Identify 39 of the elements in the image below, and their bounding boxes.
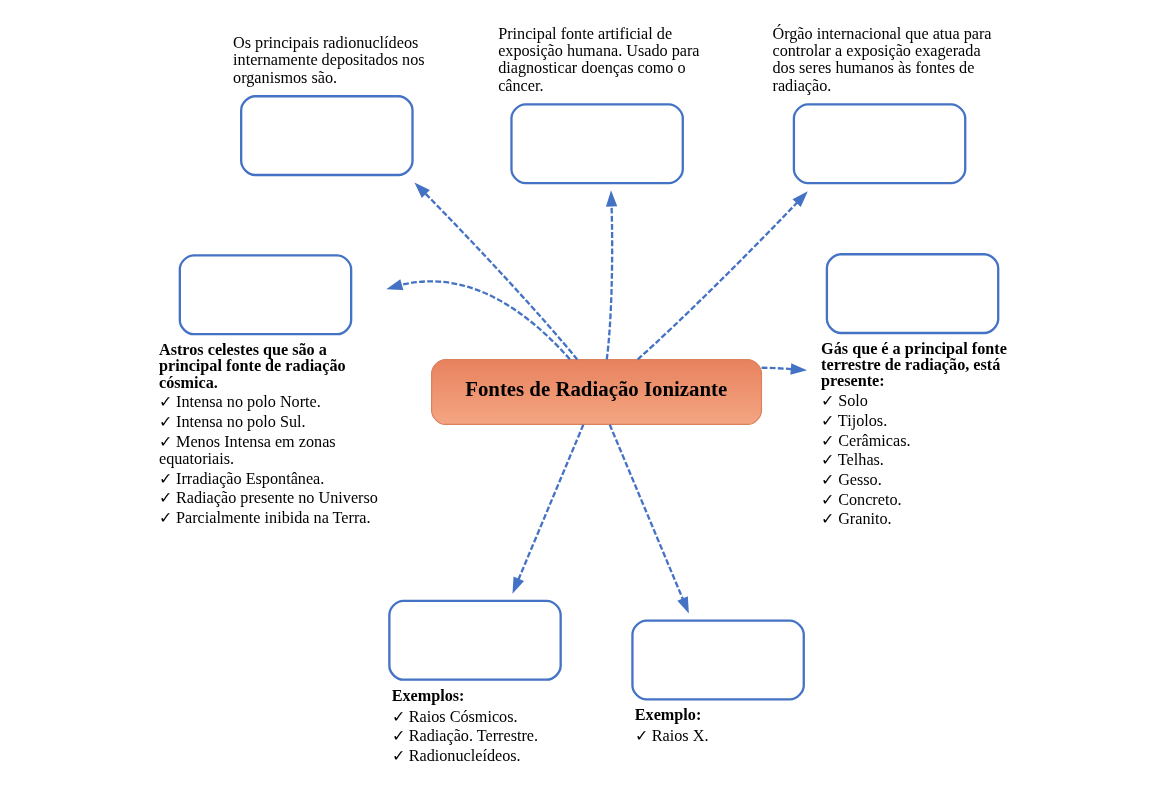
node-label: ✓ Radiação. Terrestre. [391, 727, 538, 746]
node-label: Os principais radionuclídeos internamente depositados nos organismos são. [232, 33, 425, 87]
node-label: ✓ Menos Intensa em zonas equatoriais. [158, 432, 336, 469]
node-box [792, 103, 966, 185]
arrow [761, 363, 807, 375]
arrow [385, 279, 571, 361]
node-label: ✓ Concreto. [820, 490, 902, 509]
node-box [239, 95, 414, 177]
node-box: Fontes de Radiação Ionizante [430, 359, 762, 425]
arrow [512, 424, 584, 594]
node-label: ✓ Gesso. [820, 470, 882, 489]
arrow [608, 424, 689, 614]
arrow [413, 182, 578, 361]
node-label: ✓ Parcialmente inibida na Terra. [158, 509, 371, 528]
node-label: ✓ Solo [820, 392, 868, 411]
node-label: ✓ Intensa no polo Norte. [158, 393, 321, 412]
node-label: Exemplos: [391, 686, 465, 705]
node-label: ✓ Raios Cósmicos. [391, 707, 518, 726]
node-label: ✓ Tijolos. [820, 411, 887, 430]
node-label: Órgão internacional que atua para controlar a exposição exagerada dos seres humanos às fontes de radiação. [772, 24, 992, 95]
node-label: ✓ Telhas. [820, 451, 884, 470]
node-label: Gás que é a principal fonte terrestre de radiação, está presente: [820, 340, 1007, 391]
arrow [636, 191, 808, 361]
node-label: ✓ Granito. [820, 510, 892, 529]
arrow [605, 190, 617, 360]
node-box [387, 599, 562, 681]
node-label: ✓ Cerâmicas. [820, 431, 911, 450]
node-label: Astros celestes que são a principal fonte de radiação cósmica. [158, 341, 346, 392]
node-label: ✓ Intensa no polo Sul. [158, 412, 306, 431]
node-box [630, 619, 805, 701]
node-label: Principal fonte artificial de exposição humana. Usado para diagnosticar doenças como o câncer. [497, 24, 700, 95]
node-box [178, 254, 352, 336]
node-box [825, 253, 999, 335]
node-label: ✓ Raios X. [634, 727, 708, 746]
node-box [509, 103, 684, 185]
node-label: ✓ Radionucleídeos. [391, 746, 521, 765]
node-label: Exemplo: [634, 706, 701, 725]
node-label: ✓ Radiação presente no Universo [158, 489, 378, 508]
node-label: ✓ Irradiação Espontânea. [158, 469, 324, 488]
